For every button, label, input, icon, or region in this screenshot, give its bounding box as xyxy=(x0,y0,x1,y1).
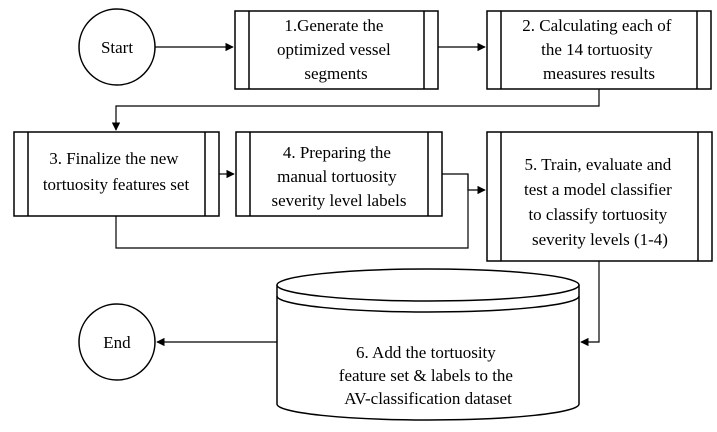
end-node: End xyxy=(78,303,156,381)
start-node: Start xyxy=(78,8,156,86)
arrow-step4-to-step5 xyxy=(442,173,486,195)
start-label: Start xyxy=(101,38,133,57)
step6-cylinder: 6. Add the tortuosity feature set & labe… xyxy=(276,268,580,421)
end-label: End xyxy=(103,333,131,352)
step3-box: 3. Finalize the new tortuosity features … xyxy=(13,131,220,217)
step2-text: 2. Calculating each of the 14 tortuosity… xyxy=(522,16,675,83)
step2-box: 2. Calculating each of the 14 tortuosity… xyxy=(486,10,712,90)
step5-box: 5. Train, evaluate and test a model clas… xyxy=(486,131,713,262)
step4-text: 4. Preparing the manual tortuosity sever… xyxy=(271,143,406,210)
step1-text: 1.Generate the optimized vessel segments xyxy=(277,16,395,83)
step1-box: 1.Generate the optimized vessel segments xyxy=(234,10,439,90)
step6-text: 6. Add the tortuosity feature set & labe… xyxy=(339,343,517,408)
connector-step3-loop xyxy=(115,174,469,249)
arrow-step2-to-step3 xyxy=(111,89,600,131)
arrow-step5-to-step6 xyxy=(580,261,600,347)
step5-text: 5. Train, evaluate and test a model clas… xyxy=(524,155,676,249)
step4-box: 4. Preparing the manual tortuosity sever… xyxy=(235,131,443,217)
step3-text: 3. Finalize the new tortuosity features … xyxy=(43,149,190,194)
